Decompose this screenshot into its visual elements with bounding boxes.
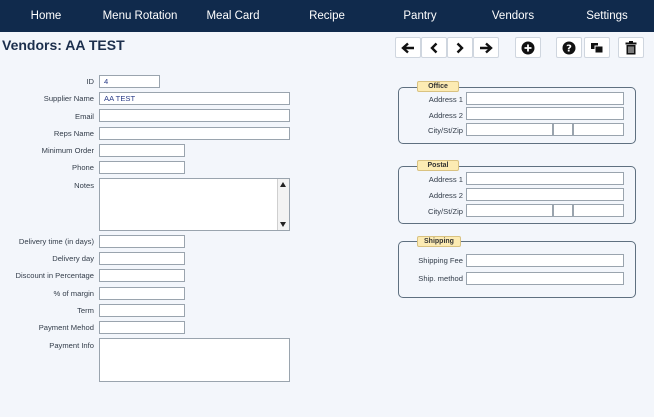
nav-meal-card[interactable]: Meal Card [206,10,260,22]
nav-pantry[interactable]: Pantry [403,10,437,22]
office-address1-label: Address 1 [428,95,463,104]
page-title: Vendors: AA TEST [2,37,125,53]
chevron-right-icon [456,42,464,53]
postal-group-title: Postal [417,160,459,171]
arrow-right-icon [480,42,493,53]
chevron-left-icon [430,42,438,53]
supplier-name-label: Supplier Name [43,94,94,103]
delete-record-button[interactable] [618,37,644,58]
scroll-up-icon[interactable] [280,182,286,187]
postal-city-field[interactable] [466,204,553,217]
nav-settings[interactable]: Settings [586,10,628,22]
scroll-down-icon[interactable] [280,222,286,227]
ship-method-field[interactable] [466,272,624,285]
payment-info-label: Payment Info [49,341,94,350]
add-record-button[interactable] [515,37,541,58]
first-record-button[interactable] [395,37,421,58]
phone-field[interactable] [99,161,185,174]
office-address2-label: Address 2 [428,111,463,120]
margin-label: % of margin [53,289,94,298]
delivery-day-field[interactable] [99,252,185,265]
copy-record-button[interactable] [584,37,610,58]
nav-recipe[interactable]: Recipe [309,10,345,22]
postal-zip-field[interactable] [573,204,624,217]
id-label: ID [86,77,94,86]
nav-menu-rotation[interactable]: Menu Rotation [102,10,178,22]
delivery-time-field[interactable] [99,235,185,248]
office-address1-field[interactable] [466,92,624,105]
minimum-order-label: Minimum Order [41,146,94,155]
id-field[interactable] [99,75,160,88]
shipping-fee-field[interactable] [466,254,624,267]
top-nav: Home Menu Rotation Meal Card Recipe Pant… [0,0,654,32]
postal-address2-label: Address 2 [428,191,463,200]
email-label: Email [75,112,94,121]
delivery-time-label: Delivery time (in days) [18,237,94,246]
delivery-day-label: Delivery day [52,254,94,263]
last-record-button[interactable] [473,37,499,58]
office-address2-field[interactable] [466,107,624,120]
minimum-order-field[interactable] [99,144,185,157]
help-icon: ? [562,41,576,54]
discount-label: Discount in Percentage [15,271,94,280]
office-state-field[interactable] [553,123,573,136]
office-zip-field[interactable] [573,123,624,136]
notes-scrollbar[interactable] [277,179,289,230]
postal-address1-label: Address 1 [428,175,463,184]
reps-name-field[interactable] [99,127,290,140]
postal-address2-field[interactable] [466,188,624,201]
trash-icon [625,40,637,54]
term-label: Term [77,306,94,315]
supplier-name-field[interactable] [99,92,290,105]
svg-text:?: ? [566,43,572,54]
postal-state-field[interactable] [553,204,573,217]
office-city-field[interactable] [466,123,553,136]
term-field[interactable] [99,304,185,317]
reps-name-label: Reps Name [53,129,94,138]
payment-method-field[interactable] [99,321,185,334]
next-record-button[interactable] [447,37,473,58]
payment-method-label: Payment Mehod [38,323,94,332]
email-field[interactable] [99,109,290,122]
nav-vendors[interactable]: Vendors [491,10,535,22]
help-button[interactable]: ? [556,37,582,58]
nav-home[interactable]: Home [30,10,62,22]
shipping-fee-label: Shipping Fee [418,256,463,265]
office-city-label: City/St/Zip [427,126,463,135]
office-group [398,87,636,144]
phone-label: Phone [72,163,94,172]
payment-info-textarea[interactable] [99,338,290,382]
shipping-group-title: Shipping [417,236,461,247]
postal-address1-field[interactable] [466,172,624,185]
plus-circle-icon [521,41,535,54]
postal-group [398,166,636,224]
margin-field[interactable] [99,287,185,300]
ship-method-label: Ship. method [418,274,463,283]
copy-icon [591,42,604,53]
postal-city-label: City/St/Zip [427,207,463,216]
office-group-title: Office [417,81,459,92]
notes-label: Notes [74,181,94,190]
previous-record-button[interactable] [421,37,447,58]
arrow-left-icon [401,42,414,53]
notes-textarea[interactable] [99,178,290,231]
shipping-group [398,241,636,298]
discount-field[interactable] [99,269,185,282]
